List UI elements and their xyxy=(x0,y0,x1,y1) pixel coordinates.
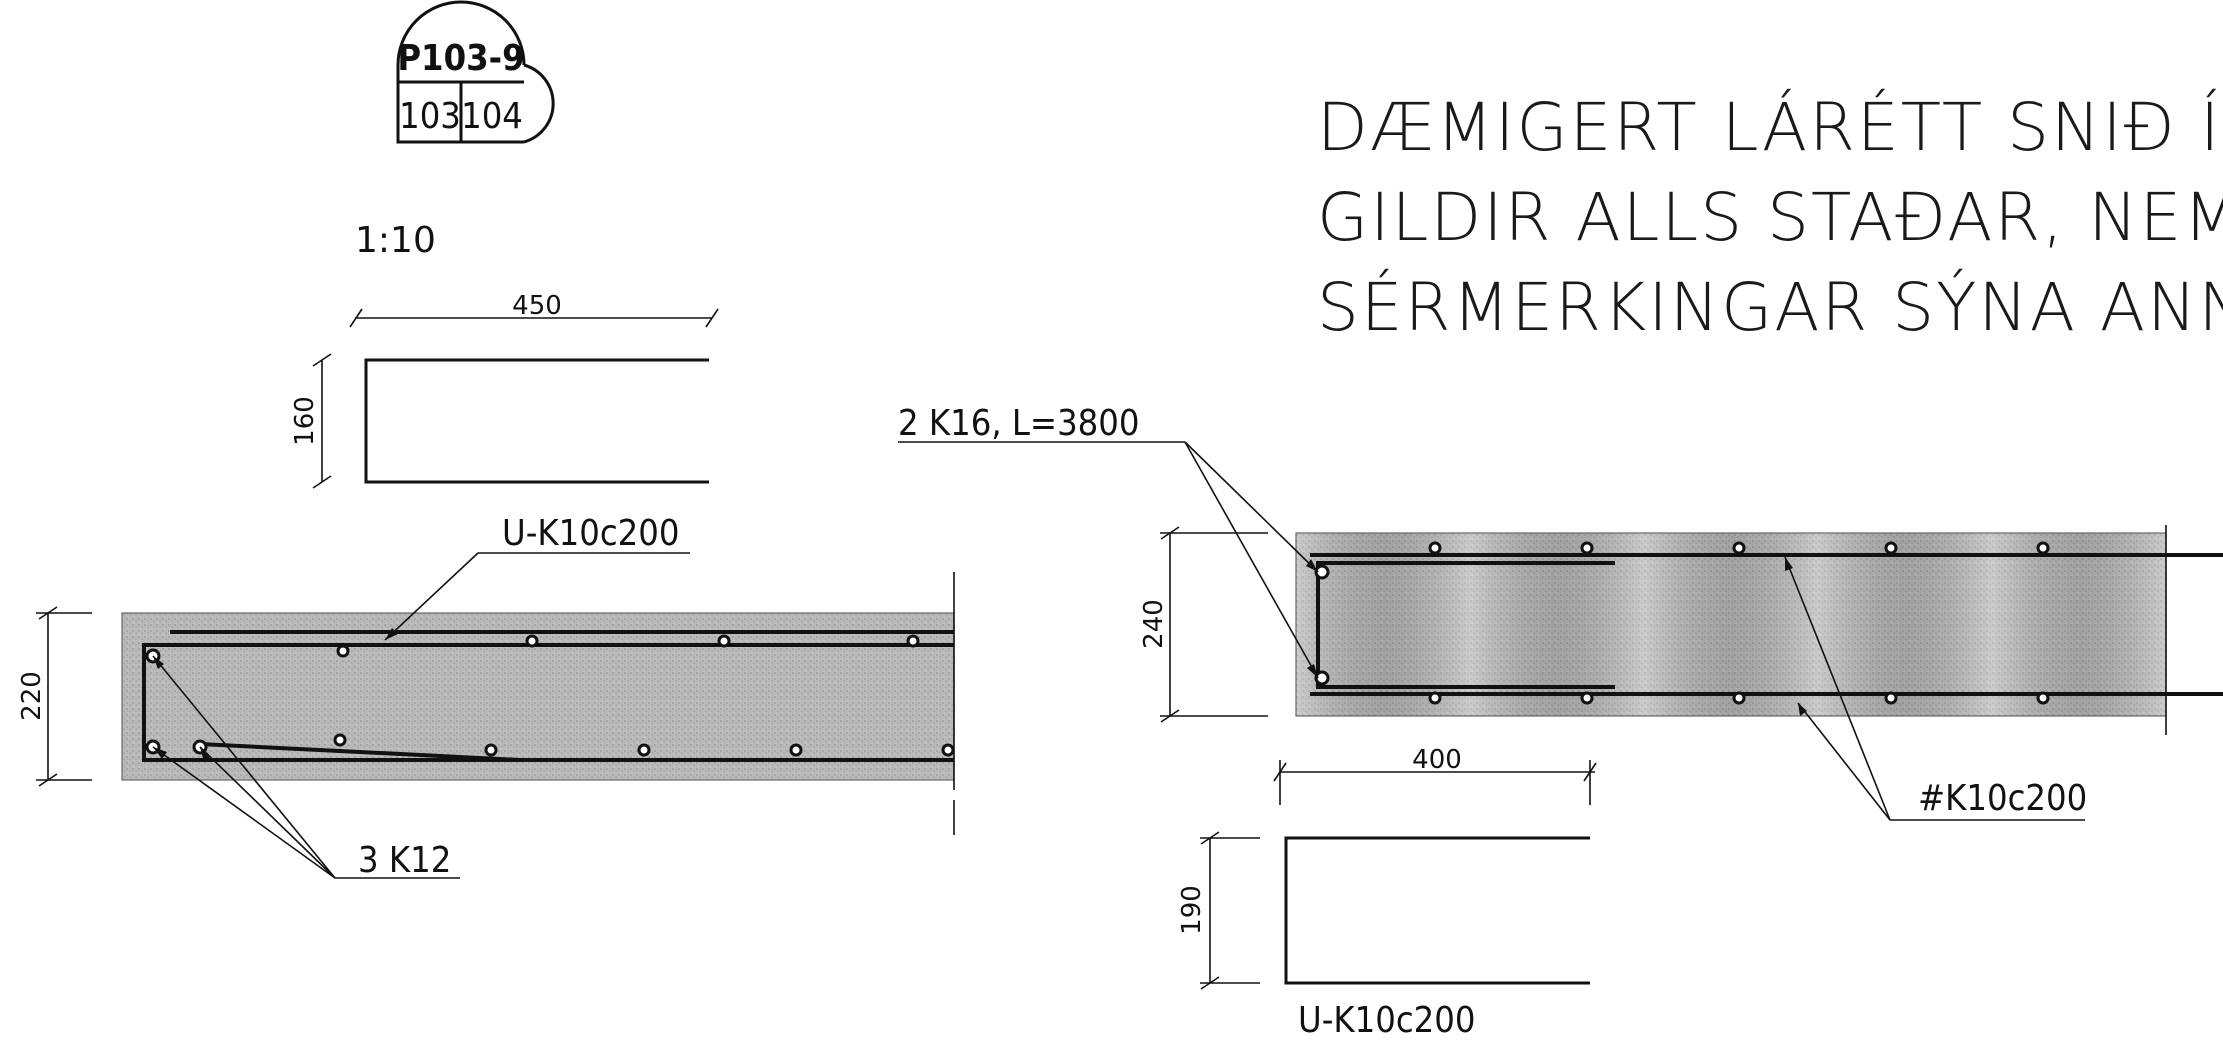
right-stirrup-height: 190 xyxy=(1177,885,1207,935)
right-longitudinal-label: 2 K16, L=3800 xyxy=(898,403,1139,444)
section-marker-cell-right: 104 xyxy=(461,96,523,137)
right-stirrup-width: 400 xyxy=(1412,745,1462,775)
title-line-3: SÉRMERKINGAR SÝNA ANNAÐ xyxy=(1317,268,2223,346)
title-line-2: GILDIR ALLS STAÐAR, NEMA Þ xyxy=(1317,179,2223,256)
section-marker-ref: P103-9 xyxy=(397,38,524,79)
scale-label: 1:10 xyxy=(355,220,436,261)
left-wall-thickness: 220 xyxy=(17,671,47,721)
section-marker-cell-left: 103 xyxy=(399,96,461,137)
title-line-1: DÆMIGERT LÁRÉTT SNIÐ Í VEG xyxy=(1317,88,2223,166)
left-stirrup-height: 160 xyxy=(290,396,320,446)
right-mesh-label: #K10c200 xyxy=(1918,778,2087,819)
right-stirrup-label: U-K10c200 xyxy=(1298,1000,1475,1041)
left-stirrup-label: U-K10c200 xyxy=(502,513,679,554)
left-stirrup-shape: 450 160 xyxy=(290,291,719,489)
left-stirrup-width: 450 xyxy=(512,291,562,321)
right-wall-thickness: 240 xyxy=(1139,599,1169,649)
section-marker: P103-9 103 104 xyxy=(396,0,555,144)
drawing-title: DÆMIGERT LÁRÉTT SNIÐ Í VEG GILDIR ALLS S… xyxy=(1317,88,2223,346)
left-wall-section: 220 U-K10c200 xyxy=(17,513,955,881)
left-corner-bars-label: 3 K12 xyxy=(358,840,451,881)
right-stirrup-shape: 400 190 U-K10c200 xyxy=(1177,745,1597,1041)
right-wall-section: 240 2 K16, L=3800 xyxy=(898,403,2223,821)
